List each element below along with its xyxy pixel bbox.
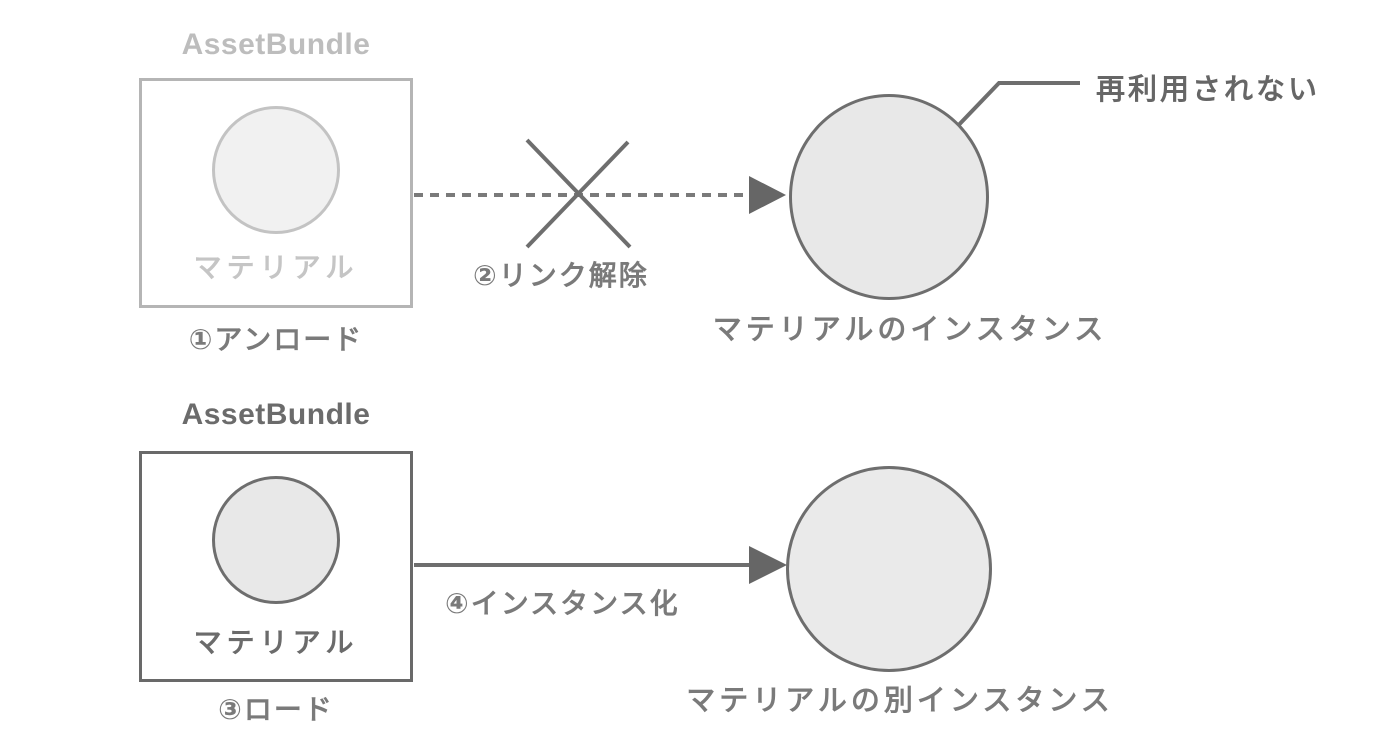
top-instance-label: マテリアルのインスタンス	[712, 314, 1108, 346]
bottom-assetbundle-title: AssetBundle	[181, 398, 371, 431]
callout-connector-line	[949, 81, 1080, 135]
step-instantiate-label: ④インスタンス化	[445, 588, 680, 619]
instantiate-arrow	[414, 546, 787, 584]
top-instance-circle	[789, 94, 989, 300]
arrowhead-icon	[749, 176, 786, 214]
step-load-label: ③ロード	[218, 694, 334, 725]
arrowhead-icon	[749, 546, 787, 584]
bottom-material-label: マテリアル	[193, 627, 359, 658]
cross-stroke	[525, 140, 630, 249]
unlink-dashed-arrow	[414, 176, 786, 214]
top-assetbundle-title: AssetBundle	[181, 28, 371, 61]
bottom-instance-label: マテリアルの別インスタンス	[686, 685, 1114, 717]
callout-label: 再利用されない	[1096, 74, 1321, 106]
cross-stroke	[525, 138, 632, 249]
bottom-assetbundle-box: マテリアル	[139, 451, 413, 682]
step-unload-label: ①アンロード	[188, 324, 364, 355]
top-material-label: マテリアル	[193, 252, 359, 283]
top-material-circle	[212, 106, 340, 234]
cross-icon	[525, 138, 632, 249]
bottom-instance-circle	[786, 466, 992, 672]
top-assetbundle-box: マテリアル	[139, 78, 413, 308]
step-unlink-label: ②リンク解除	[473, 260, 649, 291]
bottom-material-circle	[212, 476, 340, 604]
